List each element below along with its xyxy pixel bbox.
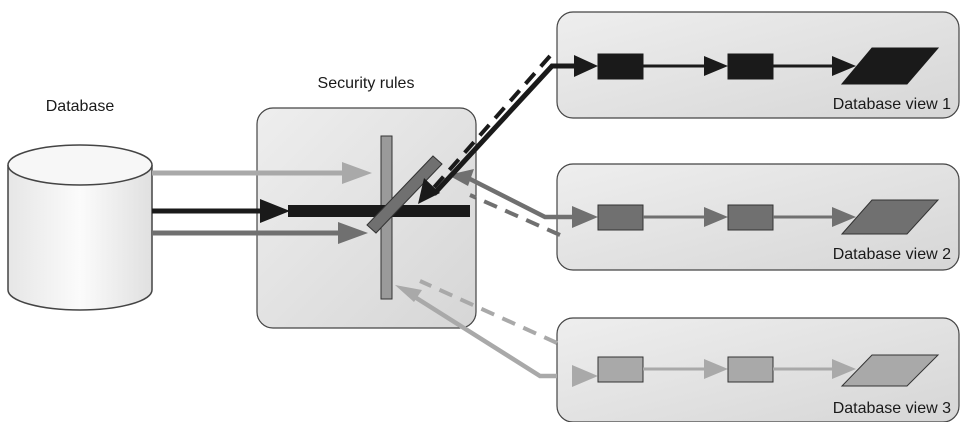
rules-to-view2-path: [448, 169, 598, 237]
view3-return-path: [395, 279, 558, 379]
view3-step-1: [597, 356, 644, 383]
view3-pipeline: [597, 354, 940, 387]
view1-step-1: [597, 53, 644, 80]
view3-output: [840, 354, 940, 387]
db-to-rules-arrow-light: [152, 162, 372, 184]
database-cylinder: [7, 144, 153, 311]
security-rules-label: Security rules: [318, 75, 415, 92]
database-view-label-3: Database view 3: [833, 400, 951, 417]
database-view-label-1: Database view 1: [833, 96, 951, 113]
rules-to-view1-path: [418, 54, 598, 204]
filter-diagonal-plate: [366, 155, 443, 234]
view3-step-2: [727, 356, 774, 383]
security-rules-panel: [256, 107, 477, 329]
db-to-rules-arrow-dark: [152, 222, 368, 244]
view2-step-2: [727, 204, 774, 231]
view2-output: [840, 199, 940, 235]
database-view-label-2: Database view 2: [833, 246, 951, 263]
view1-step-2: [727, 53, 774, 80]
filter-black-band: [288, 205, 470, 217]
database-label: Database: [46, 98, 115, 115]
view1-output: [840, 47, 940, 85]
view2-step-1: [597, 204, 644, 231]
db-to-rules-arrow-black: [152, 199, 290, 223]
view3-entry-arrow: [572, 365, 598, 387]
view1-pipeline: [597, 47, 940, 85]
view2-pipeline: [597, 199, 940, 235]
